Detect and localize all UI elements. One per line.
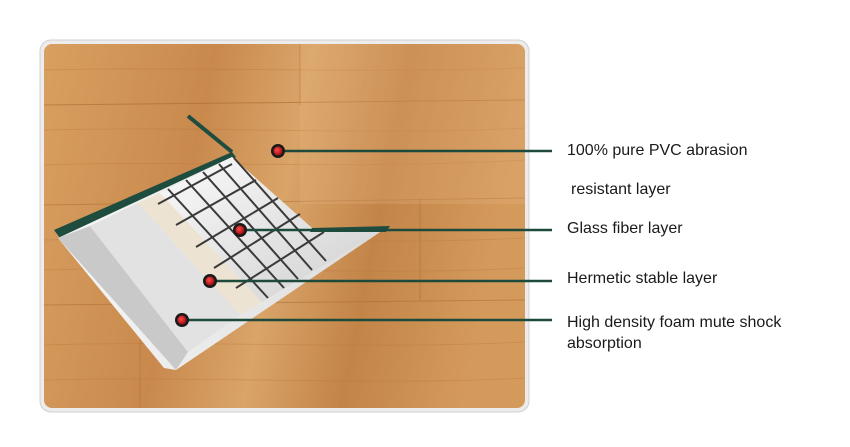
label-glass-fiber: Glass fiber layer — [567, 220, 683, 237]
wood-floor — [44, 44, 525, 408]
pvc-top-edge — [54, 152, 236, 238]
hermetic-layer — [138, 193, 262, 315]
label-foam-line1: High density foam mute shock — [567, 314, 782, 331]
label-hermetic: Hermetic stable layer — [567, 270, 718, 287]
leader-lines — [182, 149, 552, 322]
label-foam-line2: absorption — [567, 335, 642, 352]
label-pvc-line1: 100% pure PVC abrasion — [567, 142, 748, 159]
markers — [175, 144, 285, 327]
label-pvc-line2: resistant layer — [571, 181, 671, 198]
